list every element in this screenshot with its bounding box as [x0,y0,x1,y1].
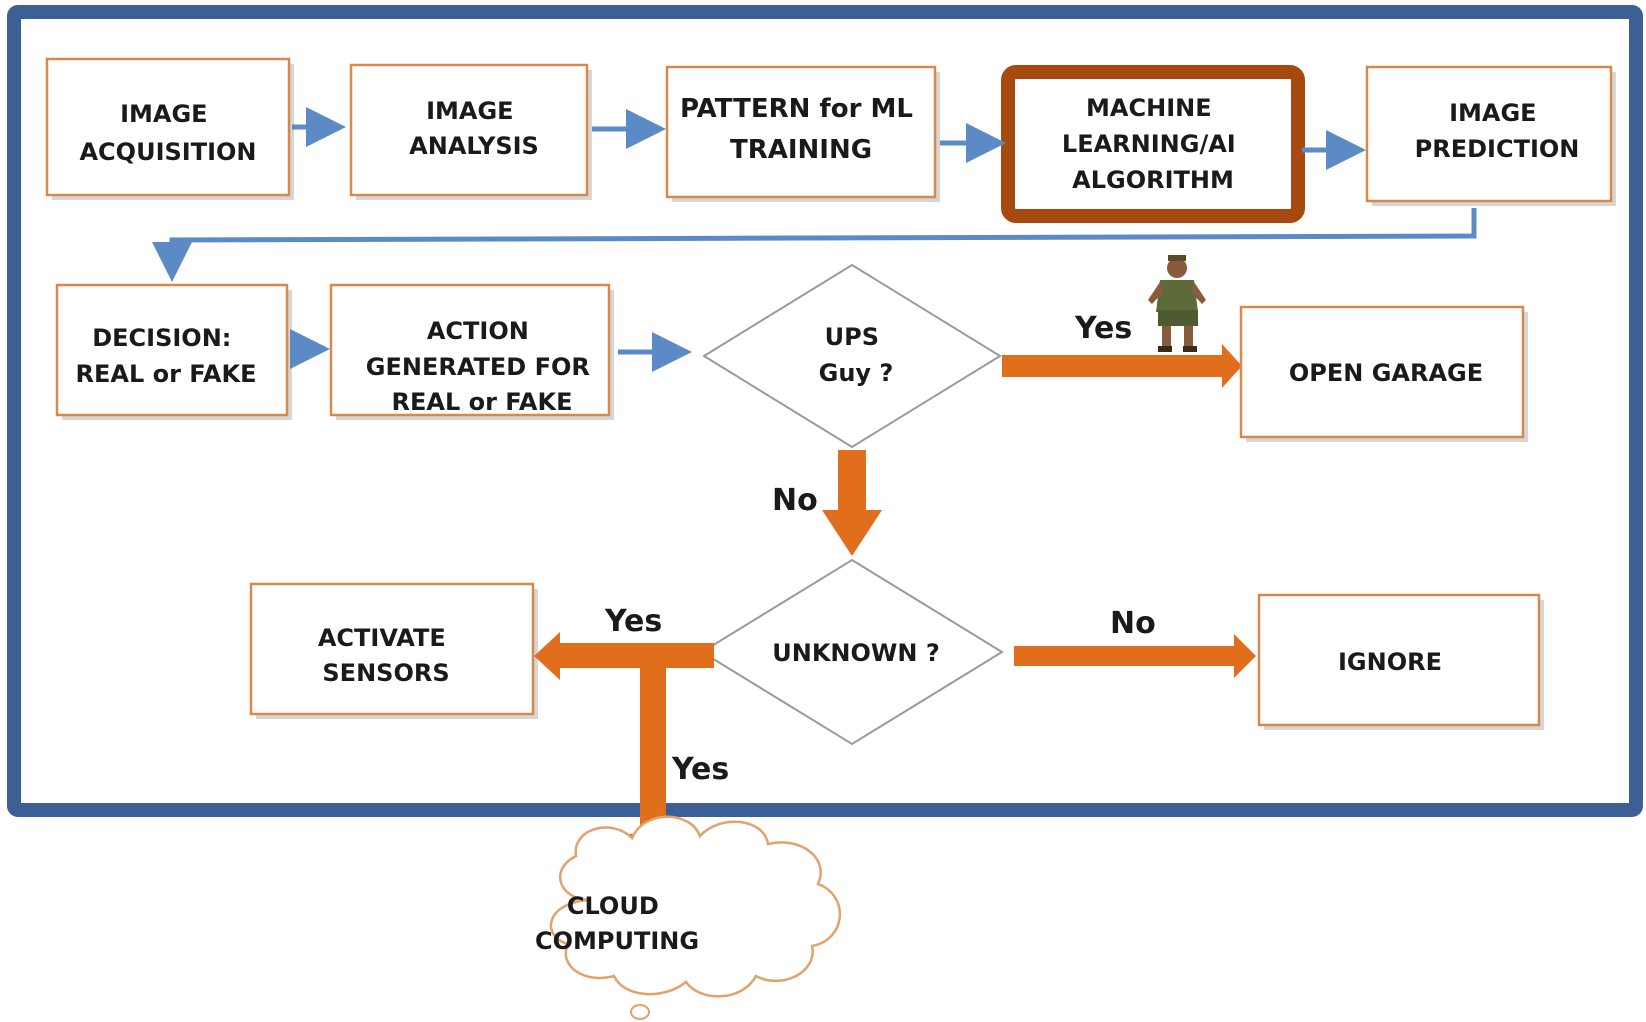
ignore-box: IGNORE [1257,593,1544,730]
ignore-label: IGNORE [1338,648,1442,676]
arrow-ups-no [822,450,882,556]
arrow-prediction-to-decision [152,208,1477,282]
ups-guy-decision: UPS Guy ? [702,263,1002,449]
action-generated-box: ACTION GENERATED FOR REAL or FAKE [329,283,614,420]
svg-text:ACTION GENERATED FOR: ACTION GENERATED FOR REAL or FAKE [366,317,598,416]
action-line-1: ACTION [427,317,529,345]
svg-text:UPS Guy ?: UPS Guy ? [819,323,894,387]
ups-guy-line-1: UPS [825,323,879,351]
open-garage-box: OPEN GARAGE [1239,305,1528,442]
decision-line-2: REAL or FAKE [76,360,257,388]
ml-ai-line-3: ALGORITHM [1072,166,1234,194]
svg-text:IMAGE PREDICTION: IMAGE PREDICTION [1415,99,1580,163]
image-acquisition-line-1: IMAGE [120,100,207,128]
decision-real-fake-box: DECISION: REAL or FAKE [55,283,292,420]
svg-text:IMAGE ACQUISITION: IMAGE ACQUISITION [79,100,256,166]
activate-sensors-box: ACTIVATE SENSORS [249,582,538,719]
cloud-computing-line-2: COMPUTING [535,927,699,955]
action-line-3: REAL or FAKE [392,388,573,416]
ml-ai-algorithm-box: MACHINE LEARNING/AI ALGORITHM [1001,65,1305,223]
unknown-decision: UNKNOWN ? [700,558,1004,746]
arrow-unknown-yes-left [534,632,714,680]
pattern-ml-line-2: TRAINING [730,135,872,165]
ups-delivery-person-icon [1148,255,1206,352]
image-prediction-line-1: IMAGE [1449,99,1536,127]
label-ups-yes: Yes [1074,311,1132,346]
activate-sensors-line-2: SENSORS [322,659,449,687]
open-garage-label: OPEN GARAGE [1289,359,1483,387]
unknown-label: UNKNOWN ? [772,639,940,667]
svg-text:DECISION: REAL or FAKE: DECISION: REAL or FAKE [76,324,257,388]
cloud-computing-line-1: CLOUD [567,892,659,920]
svg-text:OPEN GARAGE: OPEN GARAGE [1289,359,1483,387]
svg-text:IMAGE ANALYSIS: IMAGE ANALYSIS [409,97,539,160]
image-acquisition-box: IMAGE ACQUISITION [45,57,294,200]
image-analysis-line-2: ANALYSIS [409,132,539,160]
ml-ai-line-2: LEARNING/AI [1062,130,1236,158]
svg-text:PATTERN for ML TRAINING: PATTERN for ML TRAINING [680,94,922,165]
svg-text:IGNORE: IGNORE [1338,648,1442,676]
label-unknown-no: No [1110,606,1156,641]
cloud-computing-shape: CLOUD COMPUTING [535,815,842,1020]
svg-text:ACTIVATE SENSORS: ACTIVATE SENSORS [318,624,454,687]
svg-text:UNKNOWN ?: UNKNOWN ? [772,639,940,667]
image-analysis-line-1: IMAGE [426,97,513,125]
ups-guy-line-2: Guy ? [819,359,894,387]
svg-text:CLOUD COMPUTING: CLOUD COMPUTING [535,892,699,955]
action-line-2: GENERATED FOR [366,353,590,381]
decision-line-1: DECISION: [92,324,231,352]
image-acquisition-line-2: ACQUISITION [79,138,256,166]
image-prediction-box: IMAGE PREDICTION [1365,65,1616,206]
pattern-ml-line-1: PATTERN for ML [680,94,913,124]
label-ups-no: No [772,483,818,518]
activate-sensors-line-1: ACTIVATE [318,624,446,652]
svg-text:MACHINE LEARNING/AI: MACHINE LEARNING/AI ALGORITHM [1062,94,1244,194]
label-unknown-yes-down: Yes [671,752,729,787]
label-unknown-yes-left: Yes [604,604,662,639]
arrow-ups-yes [1002,344,1242,388]
image-prediction-line-2: PREDICTION [1415,135,1580,163]
ml-ai-line-1: MACHINE [1086,94,1212,122]
image-analysis-box: IMAGE ANALYSIS [349,63,592,200]
arrow-unknown-no [1014,634,1256,678]
pattern-ml-training-box: PATTERN for ML TRAINING [665,65,940,202]
